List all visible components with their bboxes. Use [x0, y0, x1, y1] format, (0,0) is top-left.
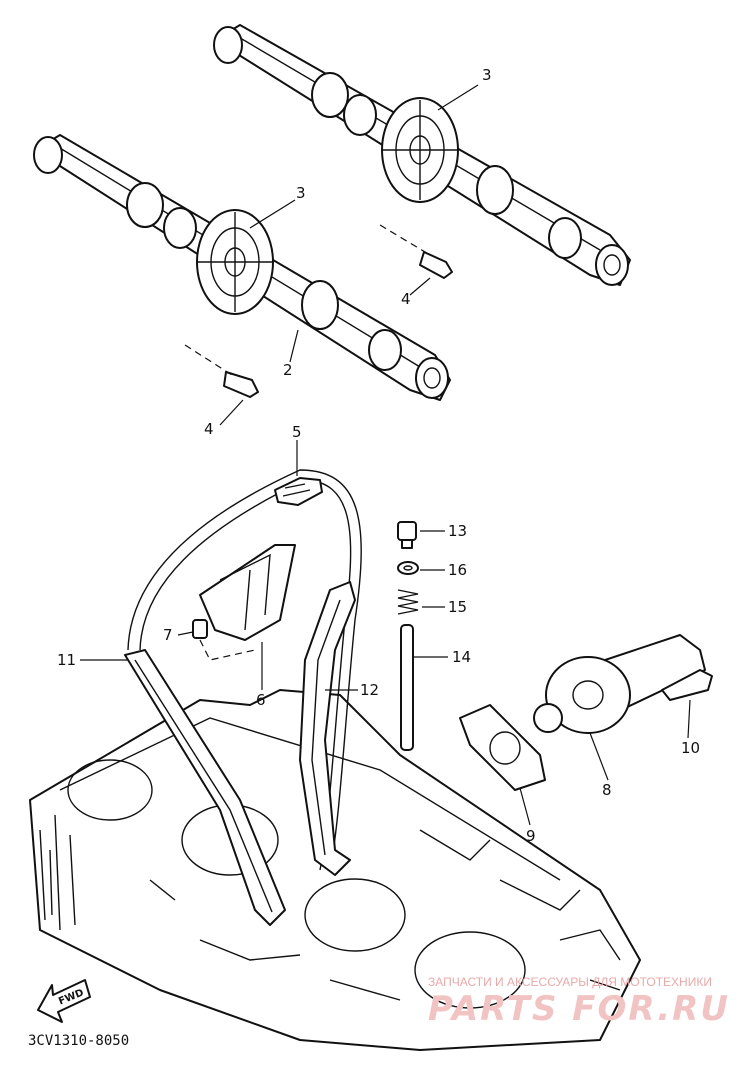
- callout-7: 7: [163, 626, 173, 644]
- sprocket-bolt-lower: [184, 344, 259, 398]
- callout-8: 8: [602, 781, 612, 799]
- callout-2: 2: [283, 361, 293, 379]
- timing-chain: [127, 469, 362, 871]
- callout-12: 12: [360, 681, 379, 699]
- callout-4-lower: 4: [204, 420, 214, 438]
- chain-guide-exhaust: [124, 649, 286, 926]
- chain-tensioner: [533, 634, 706, 734]
- camshaft-rear: [213, 24, 631, 286]
- tensioner-bolt-long: [661, 669, 713, 701]
- chain-guide-intake: [299, 581, 356, 876]
- callout-labels: 3 3 2 4 4 5 13 16 15 14 11 12 7 6 8 9 10: [57, 66, 700, 845]
- callout-4-upper: 4: [401, 290, 411, 308]
- callout-11: 11: [57, 651, 76, 669]
- callout-14: 14: [452, 648, 471, 666]
- watermark-tagline: ЗАПЧАСТИ И АКСЕССУАРЫ ДЛЯ МОТОТЕХНИКИ: [428, 975, 712, 989]
- chain-guide-top: [199, 544, 296, 641]
- tensioner-bolt: [397, 521, 417, 549]
- leader-lines: [80, 84, 691, 826]
- watermark: ЗАПЧАСТИ И АКСЕССУАРЫ ДЛЯ МОТОТЕХНИКИ PA…: [428, 975, 730, 1029]
- callout-5: 5: [292, 423, 302, 441]
- watermark-brand: PARTS FOR.RU: [428, 989, 730, 1029]
- callout-13: 13: [448, 522, 467, 540]
- callout-3-upper: 3: [482, 66, 492, 84]
- callout-9: 9: [526, 827, 536, 845]
- camshaft-front: [33, 134, 451, 401]
- callout-16: 16: [448, 561, 467, 579]
- chain-link-clip: [274, 477, 323, 506]
- tensioner-rod: [400, 624, 414, 751]
- tensioner-gasket: [459, 704, 546, 791]
- tensioner-spring: [397, 589, 419, 615]
- callout-6: 6: [256, 691, 266, 709]
- callout-15: 15: [448, 598, 467, 616]
- guide-bolt: [192, 619, 256, 661]
- fwd-arrow-icon: FWD: [37, 979, 91, 1023]
- tensioner-washer: [397, 561, 419, 575]
- callout-3-lower: 3: [296, 184, 306, 202]
- diagram-code: 3CV1310-8050: [28, 1033, 129, 1049]
- callout-10: 10: [681, 739, 700, 757]
- sprocket-bolt-upper: [379, 224, 453, 279]
